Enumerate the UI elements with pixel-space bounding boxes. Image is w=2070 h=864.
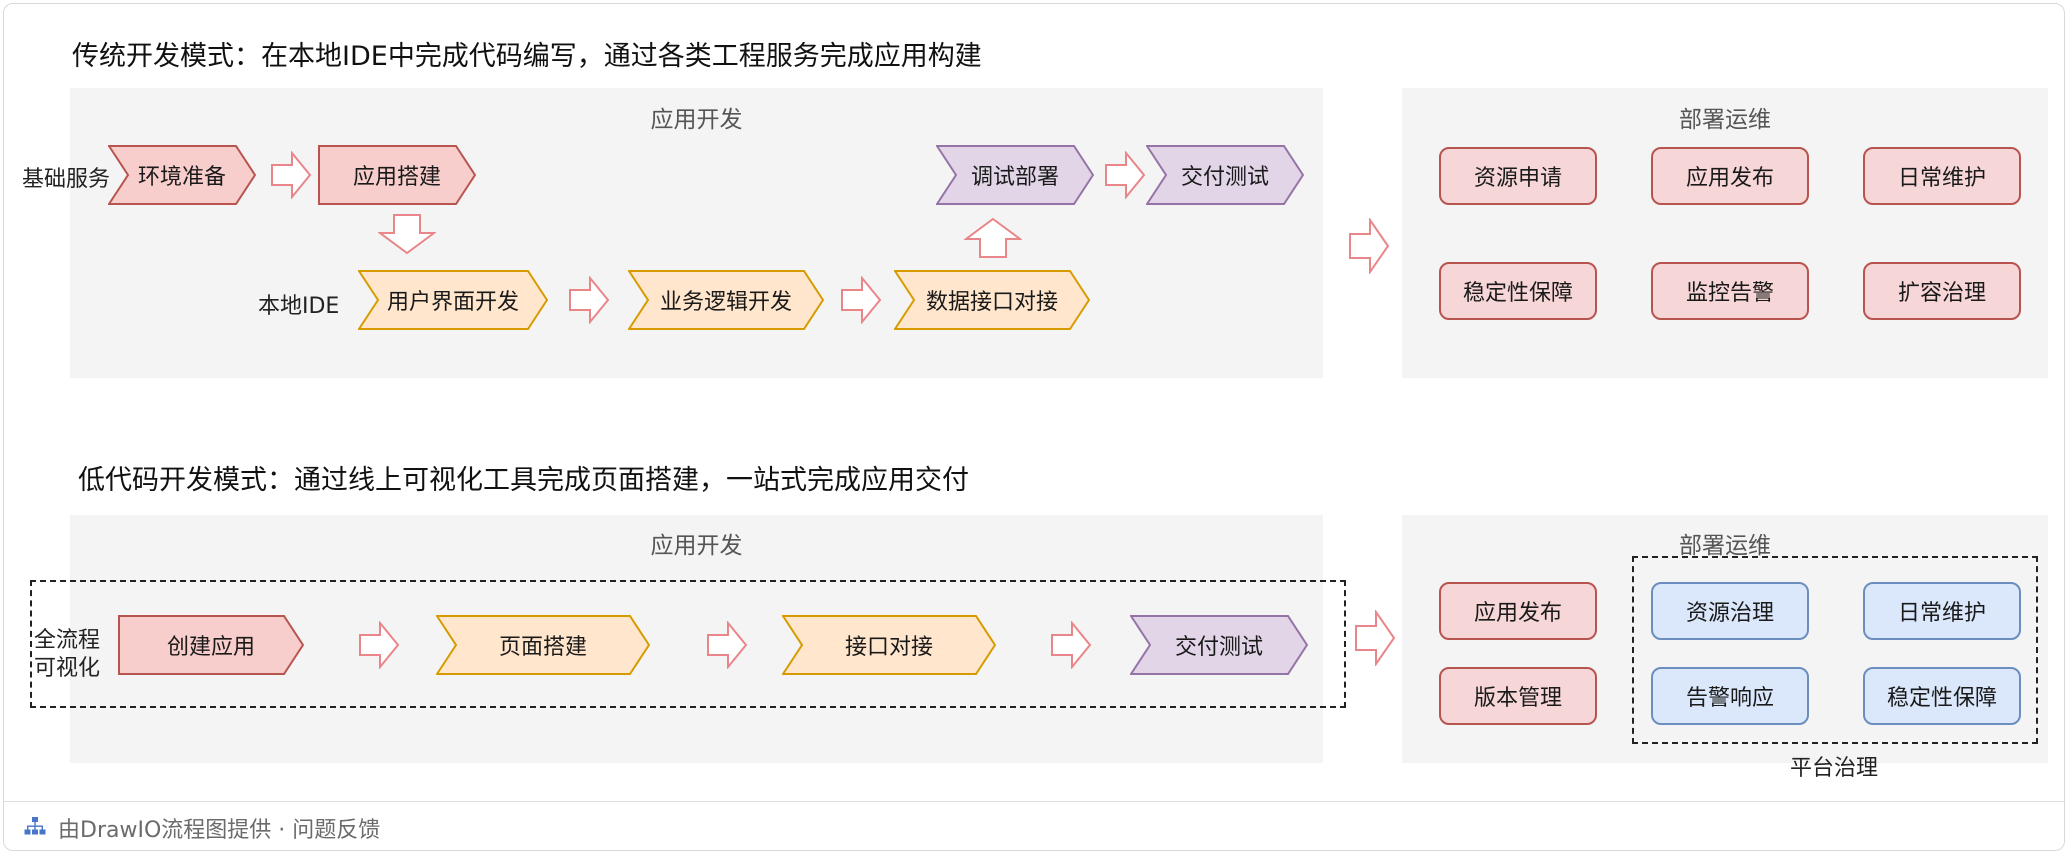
sitemap-icon — [24, 817, 46, 835]
step-app-build-label: 应用搭建 — [352, 165, 441, 190]
base-services-label: 基础服务 — [22, 167, 111, 192]
ops-version-mgmt: 版本管理 — [1439, 667, 1597, 725]
step-create-app: 创建应用 — [118, 615, 304, 675]
step-logic-dev: 业务逻辑开发 — [628, 270, 824, 330]
platform-governance-group — [1632, 556, 2038, 744]
step-delivery-test-top-label: 交付测试 — [1180, 165, 1269, 190]
traditional-mode-heading: 传统开发模式：在本地IDE中完成代码编写，通过各类工程服务完成应用构建 — [72, 41, 982, 72]
step-page-build: 页面搭建 — [436, 615, 650, 675]
arrow-right-icon — [1355, 610, 1396, 666]
arrow-right-icon — [569, 276, 610, 324]
step-env-prep-label: 环境准备 — [137, 165, 226, 190]
step-delivery-test-bottom: 交付测试 — [1130, 615, 1308, 675]
fullflow-label-2: 可视化 — [34, 656, 101, 681]
footer-bar: 由DrawIO流程图提供 · 问题反馈 — [4, 801, 2064, 849]
top-ops-panel — [1402, 88, 2048, 378]
diagram-frame — [3, 3, 2065, 851]
platform-stability: 稳定性保障 — [1863, 667, 2021, 725]
lowcode-mode-heading: 低代码开发模式：通过线上可视化工具完成页面搭建，一站式完成应用交付 — [78, 465, 969, 496]
arrow-right-icon — [1105, 151, 1146, 199]
step-ui-dev: 用户界面开发 — [358, 270, 548, 330]
step-logic-dev-label: 业务逻辑开发 — [659, 290, 792, 315]
step-data-api: 数据接口对接 — [894, 270, 1090, 330]
step-app-build: 应用搭建 — [318, 145, 476, 205]
step-delivery-test-bottom-label: 交付测试 — [1174, 635, 1263, 660]
bottom-dev-title: 应用开发 — [650, 533, 743, 559]
ops-daily-maintenance: 日常维护 — [1863, 147, 2021, 205]
arrow-right-icon — [841, 276, 882, 324]
step-debug-deploy: 调试部署 — [936, 145, 1094, 205]
fullflow-label-1: 全流程 — [34, 628, 101, 653]
step-ui-dev-label: 用户界面开发 — [386, 290, 519, 315]
fullflow-visual-group — [30, 580, 1346, 708]
platform-resource-gov: 资源治理 — [1651, 582, 1809, 640]
platform-daily-maintenance: 日常维护 — [1863, 582, 2021, 640]
top-dev-title: 应用开发 — [650, 107, 743, 133]
step-api-connect: 接口对接 — [782, 615, 996, 675]
arrow-right-icon — [707, 621, 748, 669]
arrow-down-icon — [378, 214, 436, 255]
arrow-right-icon — [1051, 621, 1092, 669]
step-debug-deploy-label: 调试部署 — [970, 165, 1059, 190]
arrow-up-icon — [964, 217, 1022, 258]
ops-scaling: 扩容治理 — [1863, 262, 2021, 320]
top-ops-title: 部署运维 — [1679, 107, 1771, 133]
footer-link[interactable]: 由DrawIO流程图提供 · 问题反馈 — [58, 818, 381, 843]
ops-app-release: 应用发布 — [1651, 147, 1809, 205]
ops-resource-apply: 资源申请 — [1439, 147, 1597, 205]
ops-stability: 稳定性保障 — [1439, 262, 1597, 320]
step-page-build-label: 页面搭建 — [498, 635, 587, 660]
step-env-prep: 环境准备 — [108, 145, 256, 205]
arrow-right-icon — [1349, 218, 1390, 274]
platform-alert-response: 告警响应 — [1651, 667, 1809, 725]
ops-monitor-alert: 监控告警 — [1651, 262, 1809, 320]
bottom-ops-title: 部署运维 — [1679, 533, 1771, 559]
arrow-right-icon — [359, 621, 400, 669]
step-data-api-label: 数据接口对接 — [925, 290, 1058, 315]
step-api-connect-label: 接口对接 — [844, 635, 933, 660]
platform-governance-label: 平台治理 — [1790, 756, 1879, 781]
step-create-app-label: 创建应用 — [166, 635, 255, 660]
step-delivery-test-top: 交付测试 — [1146, 145, 1304, 205]
arrow-right-icon — [271, 151, 312, 199]
local-ide-label: 本地IDE — [258, 294, 340, 319]
ops-app-release-lowcode: 应用发布 — [1439, 582, 1597, 640]
